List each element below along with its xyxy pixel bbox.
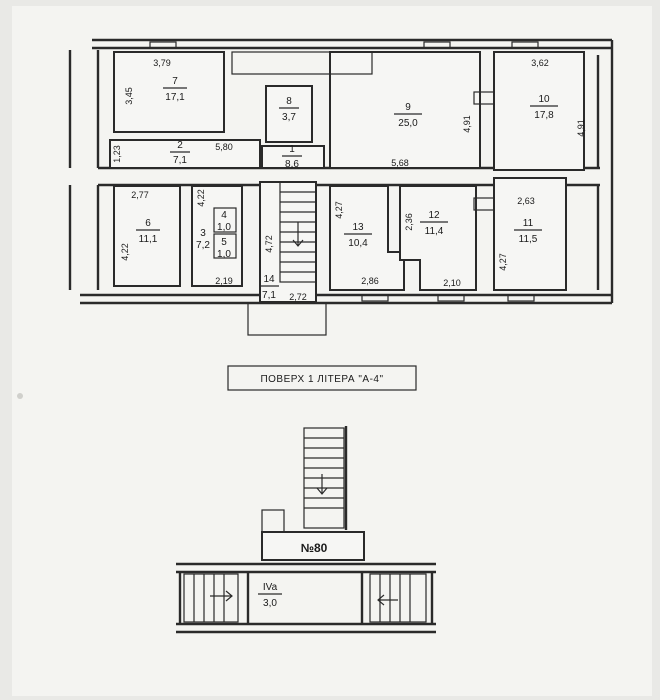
dimension: 2,10 <box>443 278 461 288</box>
room-area: 7,1 <box>173 155 187 166</box>
room-area: 3,0 <box>263 598 277 609</box>
dimension: 5,80 <box>215 142 233 152</box>
dimension: 2,86 <box>361 276 379 286</box>
dimension: 3,79 <box>153 58 171 68</box>
dimension: 4,91 <box>462 115 472 133</box>
floor-title-frame <box>227 365 417 391</box>
room-area: 7,1 <box>262 290 276 301</box>
dimension: 2,19 <box>215 276 233 286</box>
dimension: 5,68 <box>391 158 409 168</box>
dimension: 4,22 <box>120 243 130 261</box>
room-id: 14 <box>263 274 275 285</box>
room-area: 3,7 <box>282 112 296 123</box>
dimension: 3,45 <box>124 87 134 105</box>
apartment-number: №80 <box>301 541 328 555</box>
room-area: 11,5 <box>519 234 538 245</box>
room-id: 10 <box>538 94 550 105</box>
binder-hole <box>17 393 23 399</box>
room-id: 13 <box>352 222 364 233</box>
dimension: 2,63 <box>517 196 535 206</box>
room-area: 1,0 <box>217 249 231 260</box>
room-id: 11 <box>523 218 534 229</box>
room-id: 7 <box>172 76 178 87</box>
room-outlines <box>109 51 585 303</box>
room-id: 6 <box>145 218 151 229</box>
room-area: 8,6 <box>285 159 299 170</box>
dimension: 4,27 <box>498 253 508 271</box>
window-marks <box>149 41 539 302</box>
dimension-labels: 3,79 3,45 1,23 5,80 3,62 4,91 4,91 5,68 … <box>112 58 586 302</box>
dimension: 4,27 <box>334 201 344 219</box>
room-labels: 7 17,1 2 7,1 8 3,7 1 8,6 9 25,0 10 17,8 … <box>136 76 558 301</box>
room-id: 12 <box>428 210 440 221</box>
dimension: 4,91 <box>576 119 586 137</box>
room-id: 8 <box>286 96 292 107</box>
room-area: 10,4 <box>348 238 368 249</box>
room-area: 25,0 <box>398 118 418 129</box>
room-id: 4 <box>221 210 227 221</box>
dimension: 2,77 <box>131 190 149 200</box>
dimension: 2,36 <box>404 213 414 231</box>
room-id: 1 <box>289 144 295 155</box>
room-id: 5 <box>221 237 227 248</box>
dimension: 1,23 <box>112 145 122 163</box>
dimension: 3,62 <box>531 58 549 68</box>
room-area: 11,4 <box>425 226 444 237</box>
room-area: 17,1 <box>165 92 185 103</box>
dimension: 4,22 <box>196 189 206 207</box>
room-id: 2 <box>177 140 183 151</box>
stair-14 <box>247 181 327 336</box>
room-area: 7,2 <box>196 240 210 251</box>
floor-title: ПОВЕРХ 1 ЛІТЕРА "А-4" <box>260 374 383 385</box>
room-id: 3 <box>200 228 206 239</box>
room-id: IVa <box>263 582 278 593</box>
dimension: 4,72 <box>264 235 274 253</box>
room-area: 17,8 <box>534 110 554 121</box>
room-area: 11,1 <box>139 234 158 245</box>
room-id: 9 <box>405 102 411 113</box>
lower-plan <box>176 426 436 634</box>
dimension: 2,72 <box>289 292 307 302</box>
room-area: 1,0 <box>217 222 231 233</box>
